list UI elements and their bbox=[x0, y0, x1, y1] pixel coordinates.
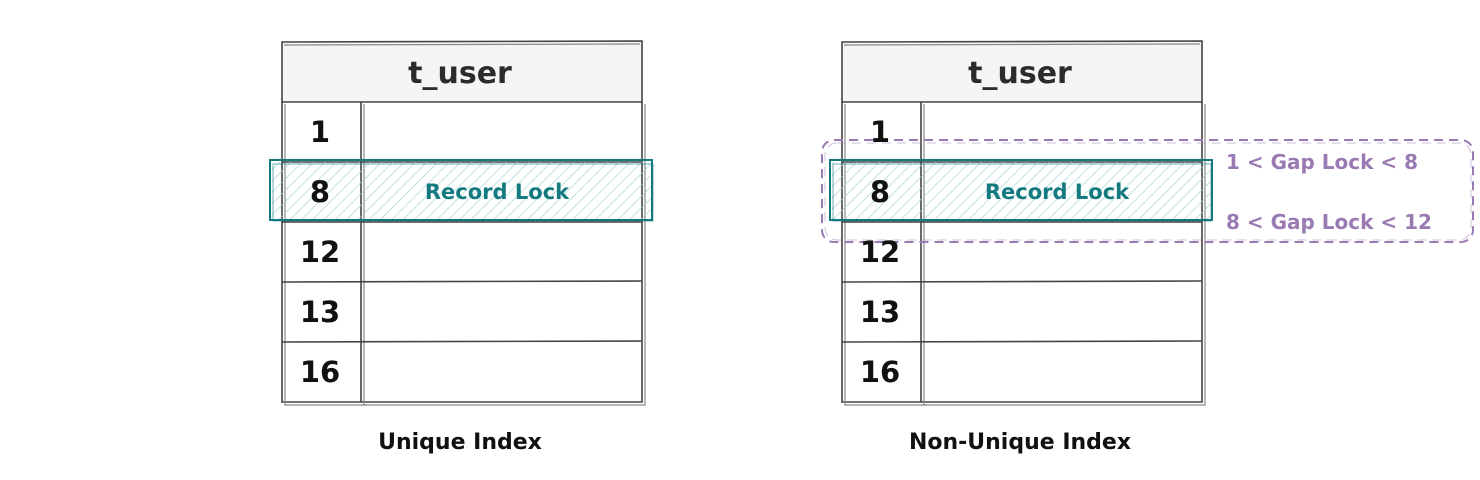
key-cell-locked: 8 bbox=[870, 175, 890, 209]
panel-non-unique-index: t_user 1 < Gap Lock < 8 8 < Gap Lock < 1… bbox=[821, 40, 1474, 455]
key-cell: 13 bbox=[300, 295, 340, 329]
key-cell: 16 bbox=[860, 355, 900, 389]
table-title: t_user bbox=[408, 56, 512, 91]
gap-lock-label: 8 < Gap Lock < 12 bbox=[1226, 210, 1432, 234]
key-cell: 12 bbox=[860, 235, 900, 269]
record-lock-label: Record Lock bbox=[425, 180, 570, 204]
key-cell-locked: 8 bbox=[310, 175, 330, 209]
record-lock-highlight: Record Lock bbox=[829, 159, 1213, 222]
key-cell: 1 bbox=[870, 115, 890, 149]
key-cell: 13 bbox=[860, 295, 900, 329]
panel-caption: Non-Unique Index bbox=[909, 430, 1131, 455]
gap-lock-region: 1 < Gap Lock < 8 8 < Gap Lock < 12 bbox=[821, 139, 1474, 243]
table-title: t_user bbox=[968, 56, 1072, 91]
key-cell: 1 bbox=[310, 115, 330, 149]
key-cell: 12 bbox=[300, 235, 340, 269]
gap-lock-label: 1 < Gap Lock < 8 bbox=[1226, 150, 1418, 174]
key-cell: 16 bbox=[300, 355, 340, 389]
table-header: t_user bbox=[281, 40, 643, 103]
record-lock-highlight: Record Lock bbox=[269, 159, 654, 222]
panel-unique-index: t_user Record Lock 1 8 12 13 16 Unique I… bbox=[269, 40, 654, 455]
record-lock-label: Record Lock bbox=[985, 180, 1130, 204]
table-header: t_user bbox=[841, 40, 1203, 103]
panel-caption: Unique Index bbox=[378, 430, 542, 455]
